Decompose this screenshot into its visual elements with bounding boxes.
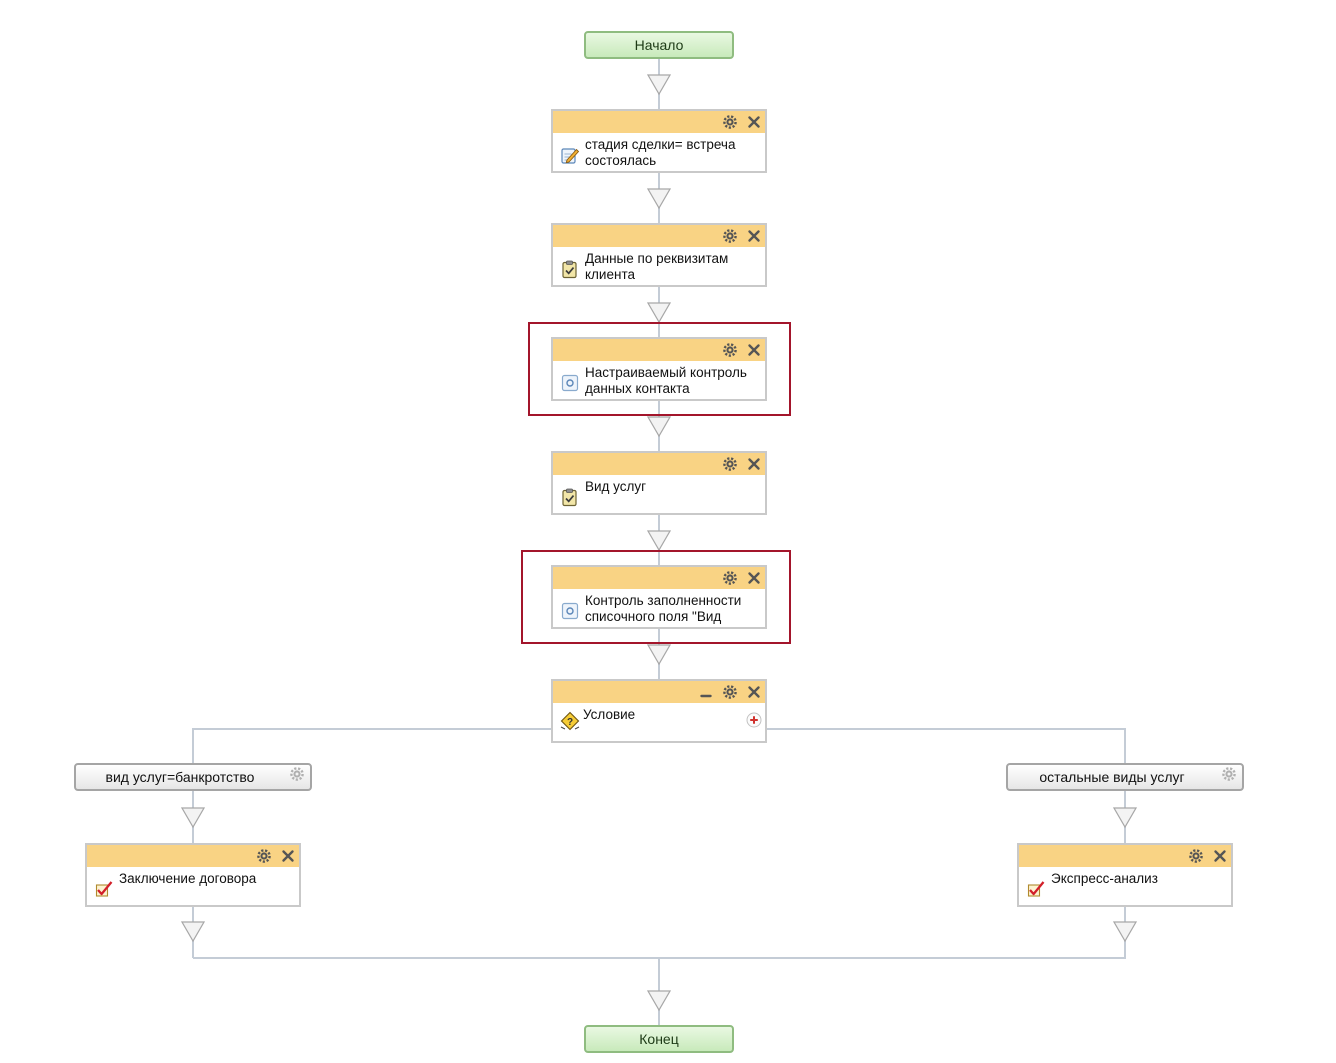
arrow-down-icon[interactable] [647,644,671,666]
gear-icon[interactable] [1222,767,1236,781]
connector-line [1124,728,1126,764]
connector-line [192,728,194,764]
arrow-down-icon[interactable] [181,807,205,829]
gear-icon[interactable] [723,115,737,129]
branch-label-other[interactable]: остальные виды услуг [1006,763,1244,791]
block-header [553,681,765,703]
task-icon [95,881,113,897]
activity-block-express-analysis[interactable]: Экспресс-анализ [1017,843,1233,907]
arrow-down-icon[interactable] [647,302,671,324]
activity-block-service-type[interactable]: Вид услуг [551,451,767,515]
activity-block-list-field-control[interactable]: Контроль заполненности списочного поля "… [551,565,767,629]
clipboard-icon [562,260,577,279]
edit-icon [561,148,580,164]
block-title: Заключение договора [119,871,257,886]
block-header [87,845,299,867]
highlight-frame [521,550,791,644]
block-header [553,339,765,361]
activity-icon [561,374,579,392]
gear-icon[interactable] [723,457,737,471]
branch-label-text: остальные виды услуг [1039,769,1185,785]
close-icon[interactable] [281,849,295,863]
add-branch-icon[interactable] [746,712,762,728]
minimize-icon[interactable] [699,685,713,699]
clipboard-icon [562,488,577,507]
gear-icon[interactable] [1189,849,1203,863]
close-icon[interactable] [1213,849,1227,863]
task-icon [1027,881,1045,897]
highlight-frame [528,322,791,416]
end-node[interactable]: Конец [584,1025,734,1053]
gear-icon[interactable] [723,571,737,585]
block-title: Экспресс-анализ [1051,871,1158,886]
arrow-down-icon[interactable] [647,990,671,1012]
block-header [553,111,765,133]
gear-icon[interactable] [723,229,737,243]
branch-label-text: вид услуг=банкротство [105,769,255,785]
gear-icon[interactable] [257,849,271,863]
arrow-down-icon[interactable] [647,188,671,210]
arrow-down-icon[interactable] [647,416,671,438]
branch-label-bankruptcy[interactable]: вид услуг=банкротство [74,763,312,791]
close-icon[interactable] [747,457,761,471]
block-title: Настраиваемый контроль данных контакта [585,365,747,396]
arrow-down-icon[interactable] [647,74,671,96]
arrow-down-icon[interactable] [1113,921,1137,943]
close-icon[interactable] [747,229,761,243]
activity-block-contract[interactable]: Заключение договора [85,843,301,907]
arrow-down-icon[interactable] [1113,807,1137,829]
block-title: Условие [583,707,636,722]
svg-text:?: ? [567,717,573,728]
activity-block-requisites[interactable]: Данные по реквизитам клиента [551,223,767,287]
arrow-down-icon[interactable] [647,530,671,552]
gear-icon[interactable] [723,343,737,357]
block-header [1019,845,1231,867]
close-icon[interactable] [747,571,761,585]
gear-icon[interactable] [290,767,304,781]
block-title: Вид услуг [585,479,647,494]
start-node[interactable]: Начало [584,31,734,59]
activity-block-contact-control[interactable]: Настраиваемый контроль данных контакта [551,337,767,401]
block-title: стадия сделки= встреча состоялась [585,137,736,168]
block-title: Контроль заполненности списочного поля "… [585,593,742,624]
activity-block-deal-stage[interactable]: стадия сделки= встреча состоялась [551,109,767,173]
gear-icon[interactable] [723,685,737,699]
block-header [553,225,765,247]
close-icon[interactable] [747,115,761,129]
close-icon[interactable] [747,685,761,699]
block-title: Данные по реквизитам клиента [585,251,729,282]
activity-icon [561,602,579,620]
condition-block[interactable]: ? Условие [551,679,767,743]
condition-icon: ? [560,711,580,731]
arrow-down-icon[interactable] [181,921,205,943]
close-icon[interactable] [747,343,761,357]
block-header [553,453,765,475]
block-header [553,567,765,589]
